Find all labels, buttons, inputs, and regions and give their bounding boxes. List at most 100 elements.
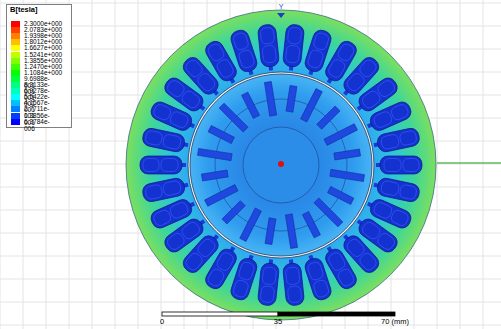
coil-outline bbox=[380, 180, 399, 196]
rotor-magnet bbox=[197, 148, 232, 160]
coil-outline bbox=[307, 49, 325, 69]
rotor-ring-line bbox=[215, 99, 347, 231]
legend-swatch bbox=[11, 58, 20, 64]
label-holder: 35 bbox=[274, 318, 282, 327]
legend-value: 1.2470e+000 bbox=[24, 63, 62, 70]
scale-label: 70 (mm) bbox=[381, 318, 409, 327]
legend-swatch bbox=[11, 113, 20, 119]
coil-outline bbox=[327, 251, 347, 272]
coil-outline bbox=[307, 261, 325, 281]
stator-slot bbox=[141, 127, 190, 154]
slot-body bbox=[141, 177, 186, 203]
coil-outline bbox=[215, 251, 235, 272]
legend-value: 1.5241e+000 bbox=[24, 51, 62, 58]
grid-line bbox=[0, 325, 501, 326]
axis-label: Y bbox=[279, 3, 284, 11]
coil-outline bbox=[390, 103, 410, 121]
legend-swatch bbox=[11, 27, 20, 33]
slot-body bbox=[141, 127, 186, 153]
legend-swatch bbox=[11, 100, 20, 106]
slot-body bbox=[257, 24, 279, 68]
rotor-magnet bbox=[334, 149, 361, 160]
legend-swatch bbox=[11, 119, 20, 125]
coil-outline bbox=[260, 286, 275, 303]
legend-value: 2.3000e+000 bbox=[24, 20, 62, 27]
coil-outline bbox=[361, 89, 382, 110]
coil-outline bbox=[345, 71, 366, 92]
slot-body bbox=[303, 256, 333, 302]
rotor-magnet bbox=[317, 106, 340, 129]
legend-swatch bbox=[11, 39, 20, 45]
coil-outline bbox=[143, 159, 159, 172]
motor-cross-section bbox=[126, 10, 436, 320]
legend-swatch bbox=[11, 94, 20, 100]
coil-outline bbox=[336, 267, 355, 287]
rotor-magnet bbox=[324, 124, 357, 146]
scale-bar-black bbox=[278, 312, 395, 316]
stator-slot bbox=[229, 28, 260, 77]
coil-outline bbox=[169, 201, 190, 220]
coil-outline bbox=[361, 220, 382, 241]
coil-outline bbox=[399, 130, 417, 146]
coil-outline bbox=[262, 267, 277, 285]
rotor-magnet bbox=[301, 89, 323, 122]
slot-body bbox=[149, 197, 195, 231]
coil-outline bbox=[285, 45, 300, 63]
legend-swatch bbox=[11, 76, 20, 82]
coil-outline bbox=[285, 267, 300, 285]
scale-label: 0 bbox=[160, 318, 164, 327]
coil-outline bbox=[287, 286, 302, 303]
legend-value: 1.6627e+000 bbox=[24, 44, 62, 51]
coil-outline bbox=[327, 58, 347, 79]
coil-outline bbox=[372, 110, 393, 129]
rotor-magnet bbox=[201, 170, 228, 181]
coil-outline bbox=[232, 279, 249, 298]
coil-outline bbox=[162, 134, 181, 150]
rotor-magnet bbox=[314, 198, 343, 227]
label-holder: B[tesla] bbox=[10, 6, 38, 15]
coil-outline bbox=[196, 71, 217, 92]
legend-swatch bbox=[11, 106, 20, 112]
label-holder: 70 (mm) bbox=[381, 318, 409, 327]
legend-title: B[tesla] bbox=[10, 6, 38, 15]
coil-outline bbox=[336, 42, 355, 62]
coil-outline bbox=[145, 130, 163, 146]
stator-slot bbox=[141, 176, 190, 203]
legend-swatch bbox=[11, 45, 20, 51]
coil-outline bbox=[380, 134, 399, 150]
y-axis-marker bbox=[277, 13, 285, 18]
stator-slot bbox=[372, 127, 421, 154]
slot-body bbox=[282, 263, 304, 307]
rotor-magnet bbox=[286, 85, 297, 112]
coil-outline bbox=[399, 184, 417, 200]
coil-outline bbox=[262, 45, 277, 63]
stator-slot bbox=[376, 156, 422, 174]
rotor-core bbox=[190, 74, 372, 256]
coil-outline bbox=[169, 110, 190, 129]
shaft bbox=[243, 127, 319, 203]
legend-value: 1.3855e+000 bbox=[24, 57, 62, 64]
slot-body bbox=[140, 156, 182, 174]
legend-value: 2.0783e+000 bbox=[24, 26, 62, 33]
rotor-magnet bbox=[265, 218, 276, 245]
coil-outline bbox=[232, 32, 249, 51]
slot-body bbox=[282, 24, 304, 68]
coil-outline bbox=[196, 237, 217, 258]
coil-outline bbox=[161, 159, 178, 172]
legend-swatch bbox=[11, 88, 20, 94]
slot-body bbox=[257, 263, 279, 307]
rotor-magnet bbox=[328, 186, 354, 204]
coil-outline bbox=[238, 261, 256, 281]
coil-outline bbox=[260, 27, 275, 44]
legend-value: 1.8012e+000 bbox=[24, 38, 62, 45]
stator-slot bbox=[257, 24, 280, 72]
stator-slot bbox=[140, 156, 186, 174]
rotor-magnet bbox=[219, 103, 248, 132]
legend-swatch bbox=[11, 52, 20, 58]
stator-core bbox=[126, 10, 436, 320]
coil-outline bbox=[180, 220, 201, 241]
slot-body bbox=[376, 127, 421, 153]
coil-outline bbox=[162, 180, 181, 196]
coil-outline bbox=[152, 103, 172, 121]
